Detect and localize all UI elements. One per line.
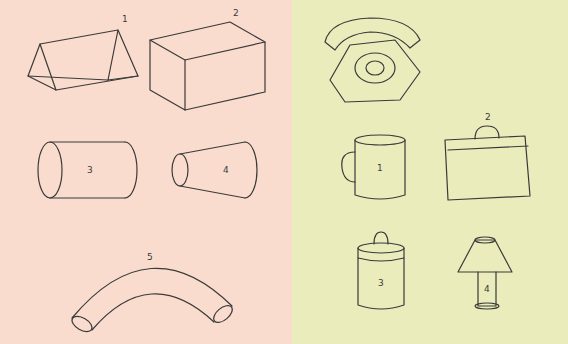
telephone-sketch xyxy=(325,18,420,102)
callout-number: 1 xyxy=(121,14,129,24)
left-panel xyxy=(0,0,292,344)
prism-sketch xyxy=(28,30,138,90)
mug-sketch xyxy=(342,135,405,199)
box-sketch xyxy=(150,22,265,110)
lamp-sketch xyxy=(458,237,512,309)
callout-number: 1 xyxy=(376,163,384,173)
jar-sketch xyxy=(358,232,404,309)
callout-number: 4 xyxy=(222,165,230,175)
callout-number: 3 xyxy=(377,278,385,288)
callout-number: 3 xyxy=(86,165,94,175)
right-panel xyxy=(292,0,568,344)
suitcase-sketch xyxy=(445,126,530,200)
cylinder-sketch xyxy=(38,142,137,198)
callout-number: 2 xyxy=(232,8,240,18)
cone-sketch xyxy=(172,142,257,198)
tube-sketch xyxy=(69,268,235,334)
callout-number: 4 xyxy=(483,284,491,294)
callout-number: 5 xyxy=(146,252,154,262)
callout-number: 2 xyxy=(484,112,492,122)
